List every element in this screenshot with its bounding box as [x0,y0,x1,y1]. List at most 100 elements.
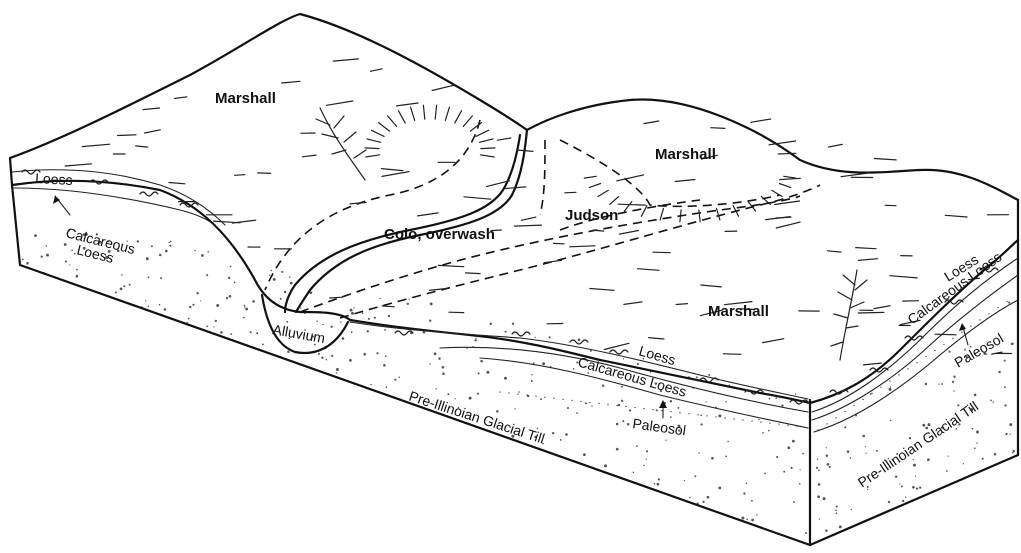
stipple-dot [953,390,954,391]
stipple-dot [646,458,647,459]
stipple-dot [399,377,400,378]
gully-hatch [717,208,720,220]
label-colo-overwash: Colo, overwash [384,226,495,243]
gully-hatch [388,116,397,127]
surface-stroke [350,202,366,204]
surface-stroke [751,119,771,122]
stipple-dot [629,409,631,411]
stipple-dot [76,269,78,271]
stipple-dot [280,298,282,300]
surface-stroke [214,221,241,223]
stipple-dot [363,353,366,356]
stipple-dot [194,250,195,251]
surface-stroke [644,121,659,124]
loess-wave-mark [610,350,628,354]
stipple-dot [349,359,352,362]
surface-stroke [505,187,525,189]
surface-stroke [136,146,148,147]
stipple-dot [826,447,827,448]
stipple-dot [474,339,476,341]
stipple-dot [795,393,796,394]
stipple-dot [972,428,974,430]
stipple-dot [160,277,162,279]
stipple-dot [698,453,699,454]
stipple-dot [281,271,283,273]
stipple-dot [120,288,123,291]
stipple-dot [230,333,232,335]
stipple-dot [707,496,710,499]
surface-stroke [675,180,695,182]
stipple-dot [65,260,67,262]
surface-stroke [396,103,418,106]
stipple-dot [340,321,342,323]
stipple-dot [342,337,345,340]
loess-wave-marks [22,170,998,404]
stipple-dot [1004,360,1006,362]
stipple-dot [289,276,291,278]
gully-hatch [779,184,790,188]
stipple-dot [380,298,381,299]
stipple-dot [169,242,170,243]
stipple-dot [576,412,578,414]
stipple-dot [818,483,821,486]
stipple-dot [115,291,117,293]
stipple-dot [469,397,472,400]
gully-hatch [479,139,493,142]
stipple-dot [322,324,323,325]
stipple-dot [913,464,916,467]
surface-stroke [776,222,800,228]
stipple-dot [746,483,748,485]
stipple-dot [913,459,914,460]
surface-stroke [858,259,877,261]
gully-hatch [398,111,405,123]
stipple-dot [578,338,581,341]
stipple-dot [1012,452,1013,453]
stipple-dot [764,473,766,475]
stipple-dot [336,372,338,374]
gully-hatch [470,123,481,132]
gully-hatch [589,184,600,188]
surface-stroke [618,204,645,205]
gully-hatch [423,105,424,119]
stipple-dot [823,497,826,500]
stipple-dot [206,326,208,328]
stipple-dot [1009,423,1012,426]
stipple-dot [677,407,679,409]
stipple-dot [851,509,852,510]
stipple-dot [670,400,672,402]
stipple-dot [621,386,623,388]
stipple-dot [1010,434,1011,435]
stipple-dot [496,410,499,413]
stipple-dot [148,305,150,307]
stipple-dot [901,485,903,487]
surface-stroke [701,285,722,287]
stipple-dot [189,306,191,308]
surface-stroke [590,289,614,291]
stipple-dot [164,308,167,311]
stipple-dot [34,234,37,237]
stipple-dot [351,312,354,315]
stipple-dot [802,453,804,455]
stipple-dot [836,512,838,514]
soil-boundaries [265,120,820,318]
stipple-dot [818,469,820,471]
stipple-dot [374,317,376,319]
stipple-dot [145,300,146,301]
stipple-dot [350,309,353,312]
stipple-dot [408,298,409,299]
gully-hatch [748,202,755,212]
stipple-dot [430,302,433,305]
stipple-dot [226,297,228,299]
stipple-dot [725,401,726,402]
stipple-dot [336,368,339,371]
stipple-dot [787,446,790,449]
surface-stroke [775,201,800,205]
stipple-dot [922,424,925,427]
stipple-dot [429,320,431,322]
surface-stroke [841,173,868,177]
stipple-dot [46,245,47,246]
surface-stroke [371,69,383,72]
surface-stroke [778,153,796,154]
surface-stroke [258,173,271,174]
stipple-dot [946,470,948,472]
